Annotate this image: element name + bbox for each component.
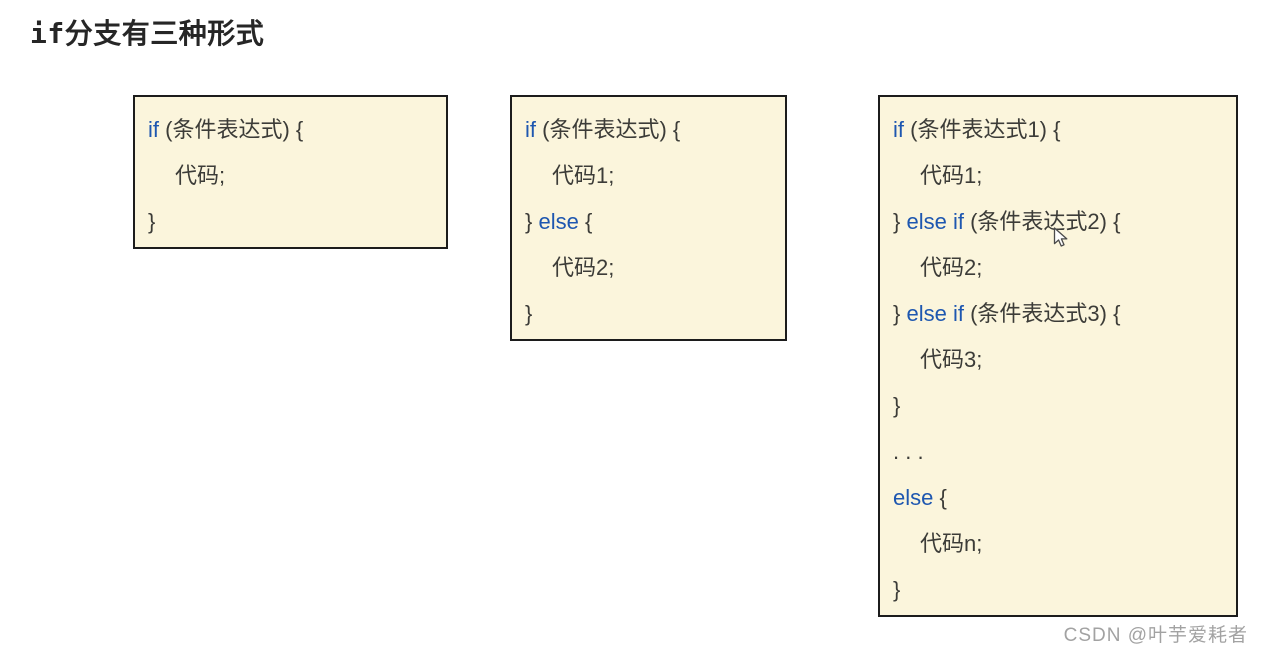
keyword-token: if	[525, 117, 536, 142]
page-title: if分支有三种形式	[30, 17, 265, 50]
keyword-token: else	[538, 209, 579, 234]
code-line: } else {	[525, 199, 775, 245]
code-line: 代码n;	[893, 521, 1226, 567]
code-box-if: if (条件表达式) { 代码;}	[133, 95, 448, 249]
code-line: } else if (条件表达式3) {	[893, 291, 1226, 337]
code-token: 代码1;	[920, 163, 983, 188]
keyword-token: else	[893, 485, 934, 510]
code-line: 代码3;	[893, 337, 1226, 383]
code-token: }	[893, 577, 901, 602]
code-token: {	[933, 485, 947, 510]
code-line: 代码2;	[893, 245, 1226, 291]
code-box-if-else-if: if (条件表达式1) {代码1;} else if (条件表达式2) {代码2…	[878, 95, 1238, 617]
code-token: (条件表达式) {	[536, 117, 681, 142]
code-line: 代码2;	[525, 245, 775, 291]
code-line: 代码1;	[893, 153, 1226, 199]
keyword-token: if	[893, 117, 904, 142]
code-token: 代码1;	[552, 163, 615, 188]
code-box-if-else: if (条件表达式) {代码1;} else {代码2;}	[510, 95, 787, 341]
code-line: } else if (条件表达式2) {	[893, 199, 1226, 245]
code-token: 代码n;	[920, 531, 983, 556]
code-line: 代码1;	[525, 153, 775, 199]
watermark: CSDN @叶芋爱耗者	[1063, 625, 1248, 646]
mouse-cursor-icon	[1053, 227, 1068, 247]
code-line: if (条件表达式) {	[148, 107, 436, 153]
code-token: }	[525, 301, 533, 326]
code-token: }	[893, 209, 907, 234]
code-line: 代码;	[148, 153, 436, 199]
code-line: }	[148, 199, 436, 245]
code-token: 代码2;	[552, 255, 615, 280]
code-token: }	[525, 209, 539, 234]
code-token: (条件表达式1) {	[904, 117, 1061, 142]
code-token: 代码2;	[920, 255, 983, 280]
code-token: {	[578, 209, 593, 234]
code-token: 代码;	[175, 163, 226, 188]
keyword-token: else if	[906, 301, 964, 326]
keyword-token: else if	[906, 209, 964, 234]
code-token: 代码3;	[920, 347, 983, 372]
code-token: (条件表达式3) {	[963, 301, 1121, 326]
code-token: }	[893, 393, 901, 418]
code-token: }	[893, 301, 907, 326]
code-token: (条件表达式) {	[159, 117, 304, 142]
code-token: }	[148, 209, 156, 234]
code-token: . . .	[893, 439, 924, 464]
keyword-token: if	[148, 117, 159, 142]
code-line: }	[893, 567, 1226, 613]
code-line: }	[525, 291, 775, 337]
code-line: if (条件表达式1) {	[893, 107, 1226, 153]
code-line: else {	[893, 475, 1226, 521]
code-line: }	[893, 383, 1226, 429]
code-line: . . .	[893, 429, 1226, 475]
code-line: if (条件表达式) {	[525, 107, 775, 153]
code-token: (条件表达式2) {	[963, 209, 1121, 234]
